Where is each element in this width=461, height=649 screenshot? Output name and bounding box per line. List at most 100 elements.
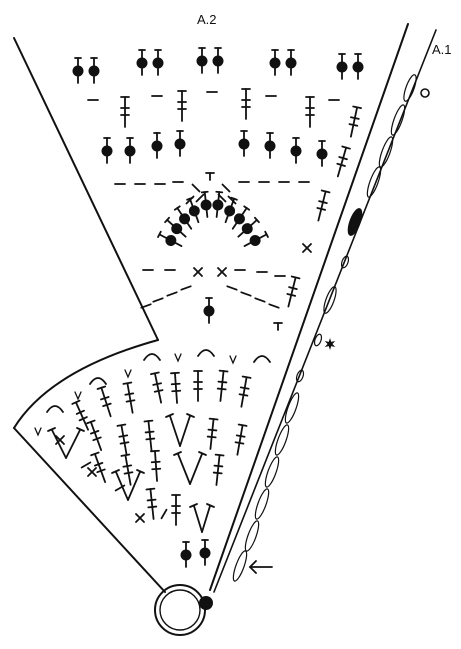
stitch-symbols xyxy=(34,47,430,582)
treble-crochet-symbol xyxy=(216,369,229,402)
outline-bottom-arc xyxy=(13,339,159,429)
v-double-crochet-symbol xyxy=(165,413,195,447)
chain-symbol xyxy=(80,461,92,469)
popcorn-symbol xyxy=(231,205,251,230)
chain-loop-symbol xyxy=(378,136,394,168)
v-stitch-symbol xyxy=(174,353,182,363)
chain-symbol xyxy=(226,285,238,291)
treble-crochet-symbol xyxy=(120,453,134,486)
single-crochet-symbol xyxy=(217,267,227,277)
popcorn-symbol xyxy=(352,53,364,80)
chain-symbol xyxy=(268,303,280,309)
treble-crochet-symbol xyxy=(241,88,251,120)
v-stitch-symbol xyxy=(74,391,82,401)
chart-a1-label: A.1 xyxy=(432,42,452,57)
chain-loop-symbol xyxy=(366,166,382,198)
popcorn-symbol xyxy=(196,47,208,74)
popcorn-symbol xyxy=(336,53,348,80)
popcorn-symbol xyxy=(173,205,193,230)
popcorn-symbol xyxy=(212,47,224,74)
treble-crochet-symbol xyxy=(170,371,182,404)
treble-crochet-symbol xyxy=(122,381,136,414)
popcorn-symbol xyxy=(243,230,269,248)
popcorn-symbol xyxy=(180,541,192,568)
treble-crochet-symbol xyxy=(316,189,331,222)
treble-crochet-symbol xyxy=(120,96,130,128)
chain-symbol xyxy=(254,297,266,303)
single-crochet-symbol xyxy=(135,513,145,523)
chain-loop-symbol xyxy=(323,286,337,314)
chain-symbol xyxy=(221,183,231,193)
chain-arc-symbol xyxy=(197,349,215,357)
chain-arc-symbol xyxy=(143,353,161,361)
popcorn-symbol xyxy=(237,216,260,238)
chain-symbol xyxy=(180,285,192,291)
popcorn-symbol xyxy=(174,130,186,157)
treble-crochet-symbol xyxy=(193,370,203,402)
chain-symbol xyxy=(166,291,178,297)
chain-symbol xyxy=(195,193,205,203)
chain-symbol xyxy=(227,195,237,205)
v-stitch-symbol xyxy=(229,355,237,365)
treble-crochet-symbol xyxy=(86,419,103,451)
single-crochet-symbol xyxy=(302,243,312,253)
treble-crochet-symbol xyxy=(145,487,158,520)
treble-crochet-symbol xyxy=(171,494,181,526)
chain-loop-symbol xyxy=(264,456,280,488)
popcorn-symbol xyxy=(224,196,238,224)
outline-lower-edge xyxy=(13,427,166,593)
chain-loop-symbol xyxy=(244,520,260,552)
treble-crochet-symbol xyxy=(305,96,315,128)
popcorn-symbol xyxy=(285,49,297,76)
v-stitch-symbol xyxy=(124,369,132,379)
chain-arc-symbol xyxy=(46,405,64,413)
v-stitch-symbol xyxy=(34,427,42,437)
treble-crochet-symbol xyxy=(336,145,351,178)
single-crochet-symbol xyxy=(87,467,97,477)
chain-symbol xyxy=(160,508,168,520)
treble-crochet-symbol xyxy=(234,423,248,456)
chart-a2-label: A.2 xyxy=(197,12,217,27)
popcorn-symbol xyxy=(164,216,187,238)
chain-symbol xyxy=(217,193,227,203)
chain-loop-symbol xyxy=(313,333,323,347)
treble-crochet-symbol xyxy=(143,419,156,452)
popcorn-symbol xyxy=(88,57,100,84)
treble-crochet-symbol xyxy=(150,371,164,404)
slip-stitch-symbol xyxy=(273,322,283,331)
popcorn-symbol xyxy=(152,49,164,76)
v-double-crochet-symbol xyxy=(173,451,207,485)
slip-stitch-symbol xyxy=(205,172,215,181)
popcorn-symbol xyxy=(124,137,136,164)
popcorn-symbol xyxy=(316,140,328,167)
treble-crochet-symbol xyxy=(71,399,90,431)
v-double-crochet-symbol xyxy=(189,503,215,533)
treble-crochet-symbol xyxy=(150,449,162,482)
treble-crochet-symbol xyxy=(286,275,301,308)
divider-line xyxy=(213,29,437,593)
treble-crochet-symbol xyxy=(116,423,130,456)
chain-symbol xyxy=(191,183,201,193)
chain-symbol xyxy=(152,297,164,303)
magic-ring xyxy=(154,584,206,636)
treble-crochet-symbol xyxy=(177,90,187,122)
outline-right-edge xyxy=(209,23,409,591)
treble-crochet-symbol xyxy=(90,451,107,483)
chain-loop-symbol xyxy=(274,424,290,456)
popcorn-symbol xyxy=(157,230,183,248)
popcorn-symbol xyxy=(72,57,84,84)
ring-slip-stitch xyxy=(199,596,213,610)
popcorn-symbol xyxy=(151,132,163,159)
popcorn-symbol xyxy=(212,190,224,218)
single-crochet-symbol xyxy=(55,435,65,445)
chain-circle-symbol xyxy=(420,88,430,98)
treble-crochet-symbol xyxy=(348,105,362,138)
popcorn-symbol xyxy=(203,297,215,324)
popcorn-symbol xyxy=(269,49,281,76)
chain-symbol xyxy=(185,195,195,205)
popcorn-symbol xyxy=(238,130,250,157)
chain-arc-symbol xyxy=(89,377,107,385)
start-arrow xyxy=(248,560,273,574)
